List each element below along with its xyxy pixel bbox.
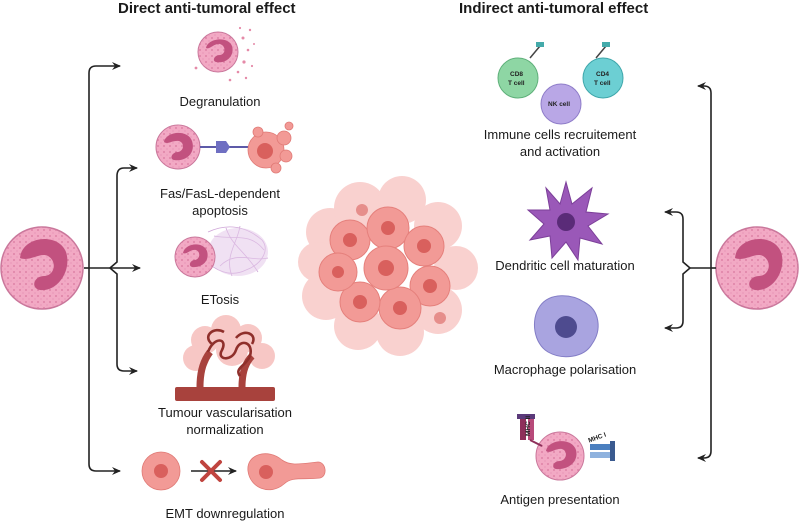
indirect-effect-heading: Indirect anti-tumoral effect <box>459 0 649 17</box>
immune-cells-label-line1: Immune cells recruitement <box>483 127 637 142</box>
etosis-label: ETosis <box>200 292 240 307</box>
cd8-label-line1: CD8 <box>510 71 523 78</box>
degranulation-label: Degranulation <box>179 94 261 109</box>
cd4-label-line2: T cell <box>594 80 611 87</box>
fas-fasl-label-line2: apoptosis <box>192 203 248 218</box>
etosis-illustration <box>174 225 269 278</box>
mhc1-label: MHC I <box>587 432 607 445</box>
nk-label: NK cell <box>548 101 570 108</box>
mhc2-label: MHC II <box>525 416 532 436</box>
cd8-label-line2: T cell <box>508 80 525 87</box>
fas-fasl-illustration <box>155 121 294 174</box>
cd4-label-line1: CD4 <box>596 71 609 78</box>
emt-illustration <box>141 451 326 491</box>
immune-cells-illustration <box>497 42 624 125</box>
fas-fasl-label-line1: Fas/FasL-dependent <box>160 186 280 201</box>
direct-effect-heading: Direct anti-tumoral effect <box>118 0 296 17</box>
neutrophil-left <box>0 226 84 310</box>
antigen-presentation-illustration <box>517 414 615 481</box>
immune-cells-label-line2: and activation <box>519 144 601 159</box>
vascularisation-illustration <box>175 315 275 401</box>
dendritic-cell-illustration <box>526 180 610 262</box>
emt-label: EMT downregulation <box>165 506 285 521</box>
macrophage-label: Macrophage polarisation <box>493 362 637 377</box>
tumor-cluster <box>298 176 478 356</box>
vascularisation-label-line1: Tumour vascularisation <box>158 405 292 420</box>
dendritic-cell-label: Dendritic cell maturation <box>495 258 635 273</box>
right-arrow-tree <box>664 82 716 462</box>
vascularisation-label-line2: normalization <box>186 422 264 437</box>
neutrophil-right <box>715 226 799 310</box>
left-arrow-tree <box>84 62 141 475</box>
macrophage-illustration <box>533 295 599 358</box>
degranulation-illustration <box>194 26 255 82</box>
antigen-presentation-label: Antigen presentation <box>500 492 620 507</box>
